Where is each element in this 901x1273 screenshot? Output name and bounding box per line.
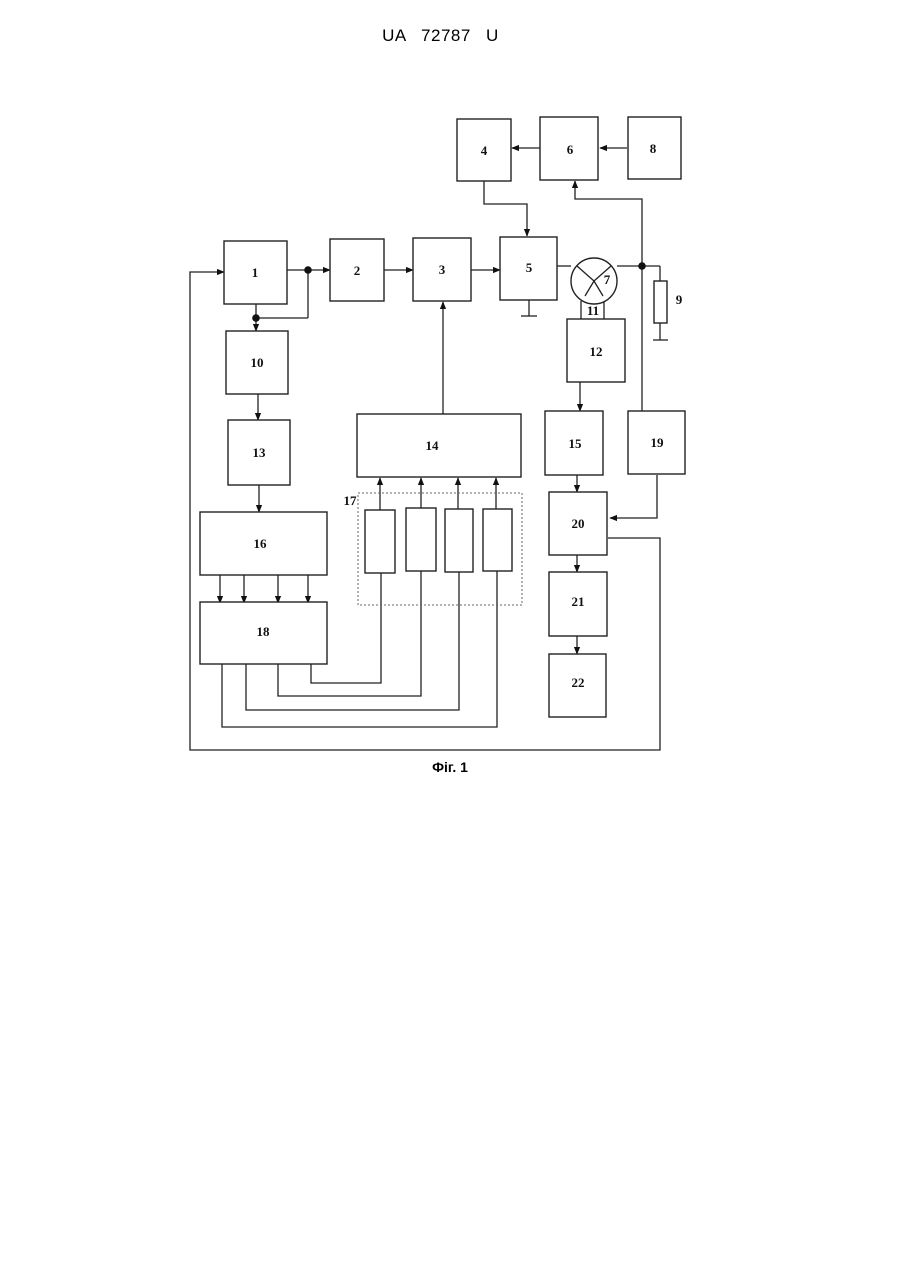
block-18: 18	[200, 602, 327, 664]
svg-text:13: 13	[253, 445, 267, 460]
svg-text:8: 8	[650, 141, 657, 156]
block-21: 21	[549, 572, 607, 636]
block-19: 19	[628, 411, 685, 474]
svg-text:9: 9	[676, 292, 683, 307]
junction-dot	[252, 314, 260, 322]
svg-text:22: 22	[572, 675, 585, 690]
block-22: 22	[549, 654, 606, 717]
svg-text:14: 14	[426, 438, 440, 453]
svg-text:19: 19	[651, 435, 665, 450]
svg-text:17: 17	[344, 493, 358, 508]
block-11: 11	[587, 303, 599, 318]
block-15: 15	[545, 411, 603, 475]
block-20: 20	[549, 492, 607, 555]
svg-text:5: 5	[526, 260, 533, 275]
block-2: 2	[330, 239, 384, 301]
block-10: 10	[226, 331, 288, 394]
svg-text:18: 18	[257, 624, 271, 639]
svg-text:2: 2	[354, 263, 361, 278]
svg-text:11: 11	[587, 303, 599, 318]
block-1: 1	[224, 241, 287, 304]
block-7: 7	[571, 258, 617, 304]
svg-text:3: 3	[439, 262, 446, 277]
svg-text:1: 1	[252, 265, 259, 280]
block-16: 16	[200, 512, 327, 575]
block-5: 5	[500, 237, 557, 300]
junction-dot	[304, 266, 312, 274]
svg-text:20: 20	[572, 516, 585, 531]
block-3: 3	[413, 238, 471, 301]
svg-text:12: 12	[590, 344, 603, 359]
block-8: 8	[628, 117, 681, 179]
svg-text:21: 21	[572, 594, 585, 609]
svg-text:15: 15	[569, 436, 583, 451]
svg-text:10: 10	[251, 355, 264, 370]
block-17: 17	[344, 493, 513, 573]
block-13: 13	[228, 420, 290, 485]
block-14: 14	[357, 414, 521, 477]
junction-dot	[638, 262, 646, 270]
block-9: 9	[654, 281, 683, 323]
svg-text:7: 7	[604, 272, 611, 287]
svg-text:16: 16	[254, 536, 268, 551]
block-12: 12	[567, 319, 625, 382]
block-4: 4	[457, 119, 511, 181]
svg-text:4: 4	[481, 143, 488, 158]
figure-caption: Фіг. 1	[432, 759, 468, 775]
block-6: 6	[540, 117, 598, 180]
svg-text:6: 6	[567, 142, 574, 157]
